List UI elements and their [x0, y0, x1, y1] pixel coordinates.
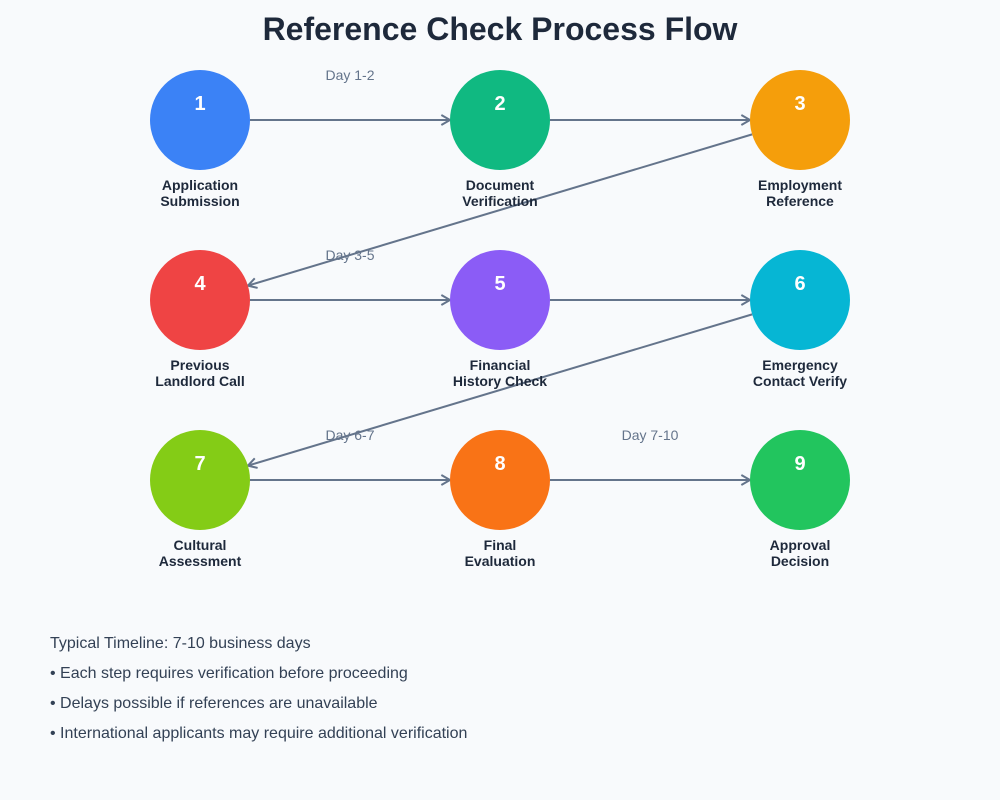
step-circle: [450, 250, 550, 350]
step-label: Application: [162, 177, 238, 193]
timeline-notes: Typical Timeline: 7-10 business days • E…: [50, 634, 467, 754]
note-bullet: • International applicants may require a…: [50, 725, 468, 742]
step-label: Document: [466, 177, 535, 193]
step-circle: [450, 70, 550, 170]
step-number: 2: [494, 93, 505, 115]
step-circle: [750, 250, 850, 350]
step-label: Emergency: [762, 357, 838, 373]
step-label: Assessment: [159, 553, 242, 569]
step-label: Contact Verify: [753, 373, 847, 389]
connection-arrow: [250, 474, 452, 486]
diagram-title: Reference Check Process Flow: [263, 11, 738, 47]
step-label: Approval: [770, 537, 831, 553]
step-number: 4: [194, 273, 206, 295]
step-label: Decision: [771, 553, 829, 569]
timeline-summary: Typical Timeline: 7-10 business days: [50, 635, 311, 652]
day-label-2: Day 3-5: [325, 247, 374, 263]
note-bullet: • Delays possible if references are unav…: [50, 695, 378, 712]
step-number: 1: [194, 93, 205, 115]
step-number: 7: [194, 453, 205, 475]
step-label: Financial: [470, 357, 531, 373]
step-label: Previous: [170, 357, 229, 373]
connection-arrow: [550, 114, 753, 126]
step-number: 9: [794, 453, 805, 475]
step-circle: [150, 430, 250, 530]
step-label: Final: [484, 537, 517, 553]
step-number: 8: [494, 453, 505, 475]
step-number: 6: [794, 273, 805, 295]
day-label-3: Day 6-7: [325, 427, 374, 443]
day-label-4: Day 7-10: [622, 427, 679, 443]
note-bullet: • Each step requires verification before…: [50, 665, 408, 682]
step-circle: [450, 430, 550, 530]
step-label: Landlord Call: [155, 373, 244, 389]
step-label: Verification: [462, 193, 537, 209]
connection-arrow: [550, 294, 753, 306]
day-label-1: Day 1-2: [325, 67, 374, 83]
step-label: Submission: [160, 193, 239, 209]
step-number: 3: [794, 93, 805, 115]
step-circle: [750, 430, 850, 530]
step-number: 5: [494, 273, 505, 295]
step-label: Reference: [766, 193, 834, 209]
step-circle: [150, 250, 250, 350]
connection-arrow: [250, 114, 452, 126]
step-label: Employment: [758, 177, 842, 193]
step-circle: [150, 70, 250, 170]
step-label: Evaluation: [465, 553, 536, 569]
step-label: Cultural: [174, 537, 227, 553]
step-circle: [750, 70, 850, 170]
connection-arrow: [250, 294, 452, 306]
connection-arrow: [550, 474, 753, 486]
step-label: History Check: [453, 373, 547, 389]
